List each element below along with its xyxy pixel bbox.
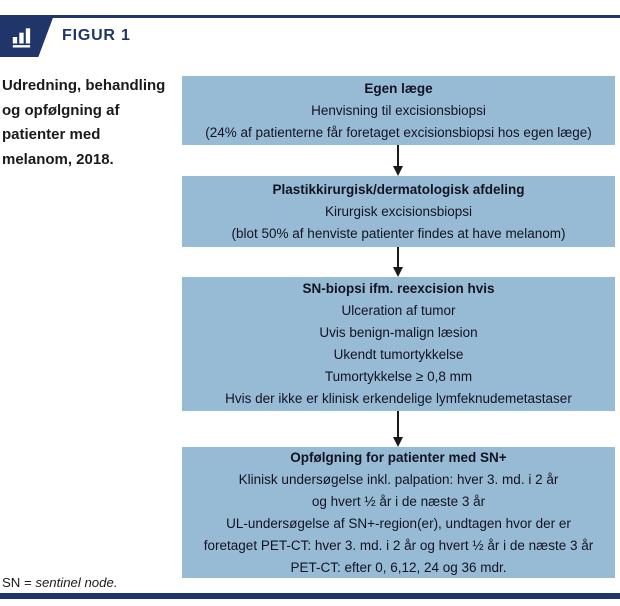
figure-caption: Udredning, behandling og opfølgning af p… <box>2 77 166 168</box>
down-arrow-icon <box>392 411 404 447</box>
arrow-shaft <box>397 145 399 166</box>
down-arrow-icon <box>392 145 404 176</box>
flow-box-sn-biopsi: SN-biopsi ifm. reexcision hvis Ulceratio… <box>182 277 615 411</box>
arrow-head <box>393 267 403 277</box>
flow-box-body: Klinisk undersøgelse inkl. palpation: hv… <box>203 471 594 575</box>
bottom-rule <box>0 593 620 599</box>
footnote: SN = sentinel node. <box>2 575 117 590</box>
arrow-head <box>393 437 403 447</box>
flow-box-title: Egen læge <box>364 80 433 96</box>
figure-label: FIGUR 1 <box>62 27 131 44</box>
flow-box-body: Kirurgisk excisionsbiopsi (blot 50% af h… <box>231 203 566 241</box>
flow-box-title: Plastikkirurgisk/dermatologisk afdeling <box>272 181 525 197</box>
flow-box-title: SN-biopsi ifm. reexcision hvis <box>302 281 495 296</box>
flow-box-plastikkirurgisk-afdeling: Plastikkirurgisk/dermatologisk afdeling … <box>182 176 615 247</box>
bar-chart-icon <box>12 28 31 48</box>
flow-box-body: Ulceration af tumor Uvis benign-malign l… <box>225 303 572 406</box>
top-rule <box>0 15 620 18</box>
arrow-shaft <box>397 247 399 267</box>
flow-box-egen-laege: Egen læge Henvisning til excisionsbiopsi… <box>182 76 615 145</box>
footnote-term: sentinel node. <box>35 575 118 590</box>
flow-box-title: Opfølgning for patienter med SN+ <box>290 449 507 465</box>
figure-badge <box>0 15 54 57</box>
arrow-head <box>393 166 403 176</box>
flow-box-body: Henvisning til excisionsbiopsi (24% af p… <box>205 102 592 140</box>
down-arrow-icon <box>392 247 404 277</box>
flow-box-opfoelgning-sn-plus: Opfølgning for patienter med SN+ Klinisk… <box>182 447 615 578</box>
footnote-abbreviation: SN = <box>2 575 36 590</box>
arrow-shaft <box>397 411 399 437</box>
